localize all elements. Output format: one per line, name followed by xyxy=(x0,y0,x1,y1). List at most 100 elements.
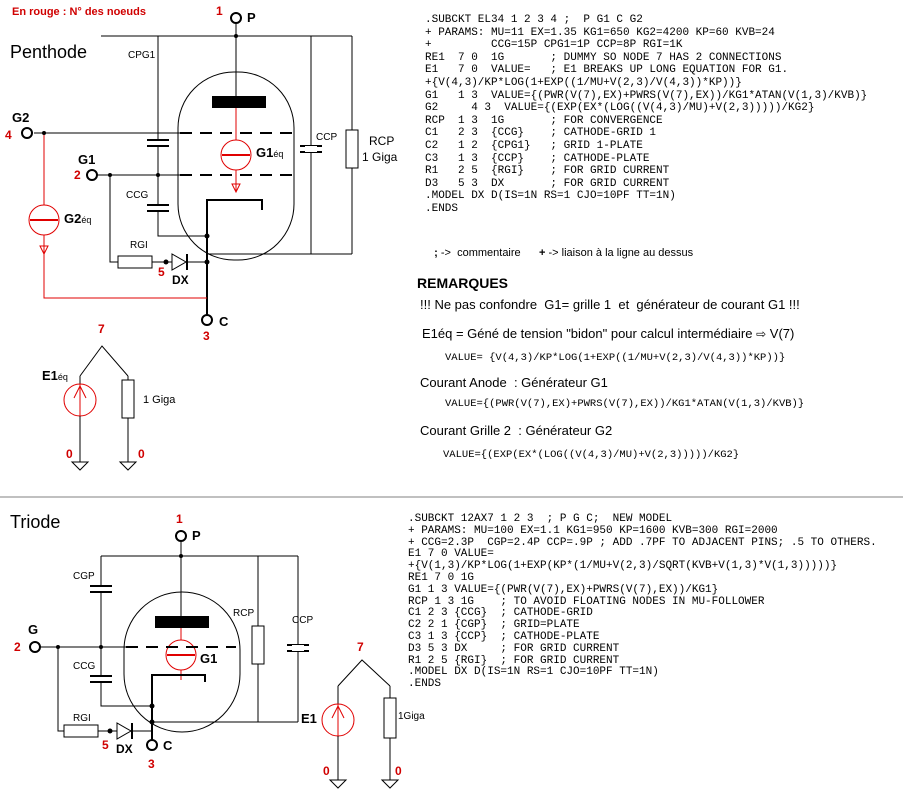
pin-g2: G2 xyxy=(12,110,30,125)
triode-netlist-line: E1 7 0 VALUE= xyxy=(408,548,494,561)
penthode-g2-terminal xyxy=(21,127,33,139)
triode-plate xyxy=(155,616,209,628)
triode-label-rgi: RGI xyxy=(73,713,91,724)
penthode-netlist-line: E1 7 0 VALUE= ; E1 BREAKS UP LONG EQUATI… xyxy=(425,64,789,77)
triode-netlist-line: .MODEL DX D(IS=1N RS=1 CJO=10PF TT=1N) xyxy=(408,666,659,679)
label-e1eq-r: 1 Giga xyxy=(143,394,176,406)
triode-node-num-gnd-b: 0 xyxy=(395,764,402,778)
triode-netlist-line: D3 5 3 DX ; FOR GRID CURRENT xyxy=(408,642,620,655)
remarks-g2-value: VALUE={(EXP(EX*(LOG((V(4,3)/MU)+V(2,3)))… xyxy=(443,449,740,461)
node-num-gnd-a: 0 xyxy=(66,447,73,461)
triode-netlist-line: + PARAMS: MU=100 EX=1.1 KG1=950 KP=1600 … xyxy=(408,524,778,537)
triode-netlist-line: C2 2 1 {CGP} ; GRID=PLATE xyxy=(408,619,580,632)
triode-label-rcp: RCP xyxy=(233,608,255,619)
triode-label-r1: 1Giga xyxy=(398,711,425,722)
triode-netlist-line: C3 1 3 {CCP} ; CATHODE-PLATE xyxy=(408,630,600,643)
penthode-netlist-line: RE1 7 0 1G ; DUMMY SO NODE 7 HAS 2 CONNE… xyxy=(425,51,782,64)
netlist-legend: ; -> commentaire + -> liaison à la ligne… xyxy=(434,247,694,259)
triode-pin-p: P xyxy=(192,528,201,543)
penthode-netlist-line: .SUBCKT EL34 1 2 3 4 ; P G1 C G2 xyxy=(425,14,643,26)
penthode-title: Penthode xyxy=(10,42,88,62)
triode-pin-c: C xyxy=(163,738,173,753)
penthode-netlist-line: C2 1 2 {CPG1} ; GRID 1-PLATE xyxy=(425,139,643,152)
penthode-envelope xyxy=(177,71,295,261)
penthode-p-terminal xyxy=(230,12,242,24)
label-cpg1: CPG1 xyxy=(128,50,156,61)
penthode-netlist-line: G1 1 3 VALUE={(PWR(V(7),EX)+PWRS(V(7),EX… xyxy=(425,89,868,102)
triode-label-dx: DX xyxy=(116,742,133,756)
label-ccp: CCP xyxy=(316,132,338,143)
node-num-c: 3 xyxy=(203,329,210,343)
remarks-g2: Courant Grille 2 : Générateur G2 xyxy=(420,423,613,438)
penthode-netlist-line: R1 2 5 {RGI} ; FOR GRID CURRENT xyxy=(425,165,670,178)
triode-netlist: .SUBCKT 12AX7 1 2 3 ; P G C; NEW MODEL+ … xyxy=(408,513,877,691)
node-num-p: 1 xyxy=(216,4,223,18)
remarks-anode: Courant Anode : Générateur G1 xyxy=(420,375,608,390)
triode-label-ccg: CCG xyxy=(73,661,96,672)
penthode-plate xyxy=(212,96,266,108)
remarks-anode-value: VALUE={(PWR(V(7),EX)+PWRS(V(7),EX))/KG1*… xyxy=(445,398,805,410)
label-rcp: RCP xyxy=(369,134,395,148)
penthode-netlist-line: +{V(4,3)/KP*LOG(1+EXP((1/MU+V(2,3)/V(4,3… xyxy=(425,76,742,89)
triode-netlist-line: +{V(1,3)/KP*LOG(1+EXP(KP*(1/MU+V(2,3)/SQ… xyxy=(408,560,838,573)
triode-node-num-dx: 5 xyxy=(102,738,109,752)
penthode-c-terminal xyxy=(201,314,213,326)
e1eq-resistor xyxy=(121,379,135,419)
triode-netlist-line: C1 2 3 {CCG} ; CATHODE-GRID xyxy=(408,607,593,620)
label-ccg: CCG xyxy=(126,190,149,201)
triode-node-num-p: 1 xyxy=(176,512,183,526)
triode-node-num-e1: 7 xyxy=(357,640,364,654)
triode-envelope xyxy=(123,591,241,733)
triode-netlist-line: R1 2 5 {RGI} ; FOR GRID CURRENT xyxy=(408,654,620,667)
ground-symbol xyxy=(70,461,90,471)
pin-c: C xyxy=(219,314,229,329)
triode-node-num-c: 3 xyxy=(148,757,155,771)
triode-netlist-line: + CCG=2.3P CGP=2.4P CCP=.9P ; ADD .7PF T… xyxy=(408,536,877,549)
label-g1eq: G1éq xyxy=(256,145,284,160)
label-g2eq: G2éq xyxy=(64,211,92,226)
triode-label-e1: E1 xyxy=(301,711,317,726)
remarks-e1-value: VALUE= {V(4,3)/KP*LOG(1+EXP((1/MU+V(2,3)… xyxy=(445,352,786,364)
triode-netlist-line: .ENDS xyxy=(408,678,442,691)
triode-netlist-line: .SUBCKT 12AX7 1 2 3 ; P G C; NEW MODEL xyxy=(408,513,673,525)
pin-p: P xyxy=(247,10,256,25)
triode-node-num-g: 2 xyxy=(14,640,21,654)
triode-pin-g: G xyxy=(28,622,39,637)
triode-netlist-line: RCP 1 3 1G ; TO AVOID FLOATING NODES IN … xyxy=(408,595,765,608)
penthode-netlist-line: + CCG=15P CPG1=1P CCP=8P RGI=1K xyxy=(425,39,683,52)
triode-label-cgp: CGP xyxy=(73,571,95,582)
penthode-netlist: .SUBCKT EL34 1 2 3 4 ; P G1 C G2+ PARAMS… xyxy=(425,14,867,216)
node-num-g2: 4 xyxy=(5,128,12,142)
remarks-e1: E1éq = Géné de tension "bidon" pour calc… xyxy=(422,326,795,341)
penthode-netlist-line: C3 1 3 {CCP} ; CATHODE-PLATE xyxy=(425,152,650,165)
penthode-netlist-line: .ENDS xyxy=(425,202,459,215)
rcp-resistor xyxy=(345,129,359,169)
triode-netlist-line: G1 1 3 VALUE={(PWR(V(7),EX)+PWRS(V(7),EX… xyxy=(408,583,719,596)
g1eq-arrow xyxy=(231,183,241,194)
triode-label-g1: G1 xyxy=(200,651,218,666)
pin-g1: G1 xyxy=(78,152,96,167)
label-dx: DX xyxy=(172,273,189,287)
node-num-e1: 7 xyxy=(98,322,105,336)
label-e1eq: E1éq xyxy=(42,368,68,383)
node-num-g1: 2 xyxy=(74,168,81,182)
label-rgi: RGI xyxy=(130,240,148,251)
penthode-netlist-line: D3 5 3 DX ; FOR GRID CURRENT xyxy=(425,177,670,190)
node-num-gnd-b: 0 xyxy=(138,447,145,461)
remarks-warning: !!! Ne pas confondre G1= grille 1 et gén… xyxy=(420,297,800,312)
penthode-g1-terminal xyxy=(86,169,98,181)
node-color-legend: En rouge : N° des noeuds xyxy=(12,6,146,18)
penthode-netlist-line: .MODEL DX D(IS=1N RS=1 CJO=10PF TT=1N) xyxy=(425,190,676,203)
triode-netlist-line: RE1 7 0 1G xyxy=(408,571,475,584)
remarks-heading: REMARQUES xyxy=(417,275,509,291)
penthode-netlist-line: C1 2 3 {CCG} ; CATHODE-GRID 1 xyxy=(425,127,657,140)
rgi-resistor xyxy=(117,255,153,269)
penthode-netlist-line: G2 4 3 VALUE={(EXP(EX*(LOG((V(4,3)/MU)+V… xyxy=(425,102,815,115)
penthode-netlist-line: + PARAMS: MU=11 EX=1.35 KG1=650 KG2=4200… xyxy=(425,26,775,39)
triode-label-ccp: CCP xyxy=(292,615,314,626)
ground-symbol xyxy=(118,461,138,471)
triode-title: Triode xyxy=(10,512,61,532)
triode-node-num-gnd-a: 0 xyxy=(323,764,330,778)
dx-diode xyxy=(171,253,188,271)
